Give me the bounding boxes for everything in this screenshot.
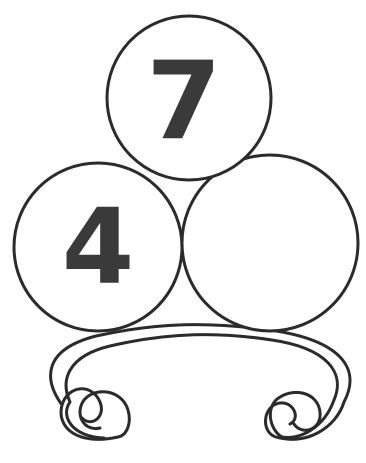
decorative-stand (51, 325, 350, 440)
whole-bubble: 7 (107, 16, 271, 180)
stand-inner-outline (66, 335, 337, 438)
top-number: 7 (146, 40, 221, 165)
right-circle-blank[interactable] (182, 155, 358, 331)
stand-left-curl (80, 392, 129, 437)
left-part-bubble: 4 (14, 163, 182, 331)
right-part-bubble[interactable] (182, 155, 358, 331)
left-number: 4 (62, 186, 134, 308)
stand-outer-outline (51, 325, 350, 440)
